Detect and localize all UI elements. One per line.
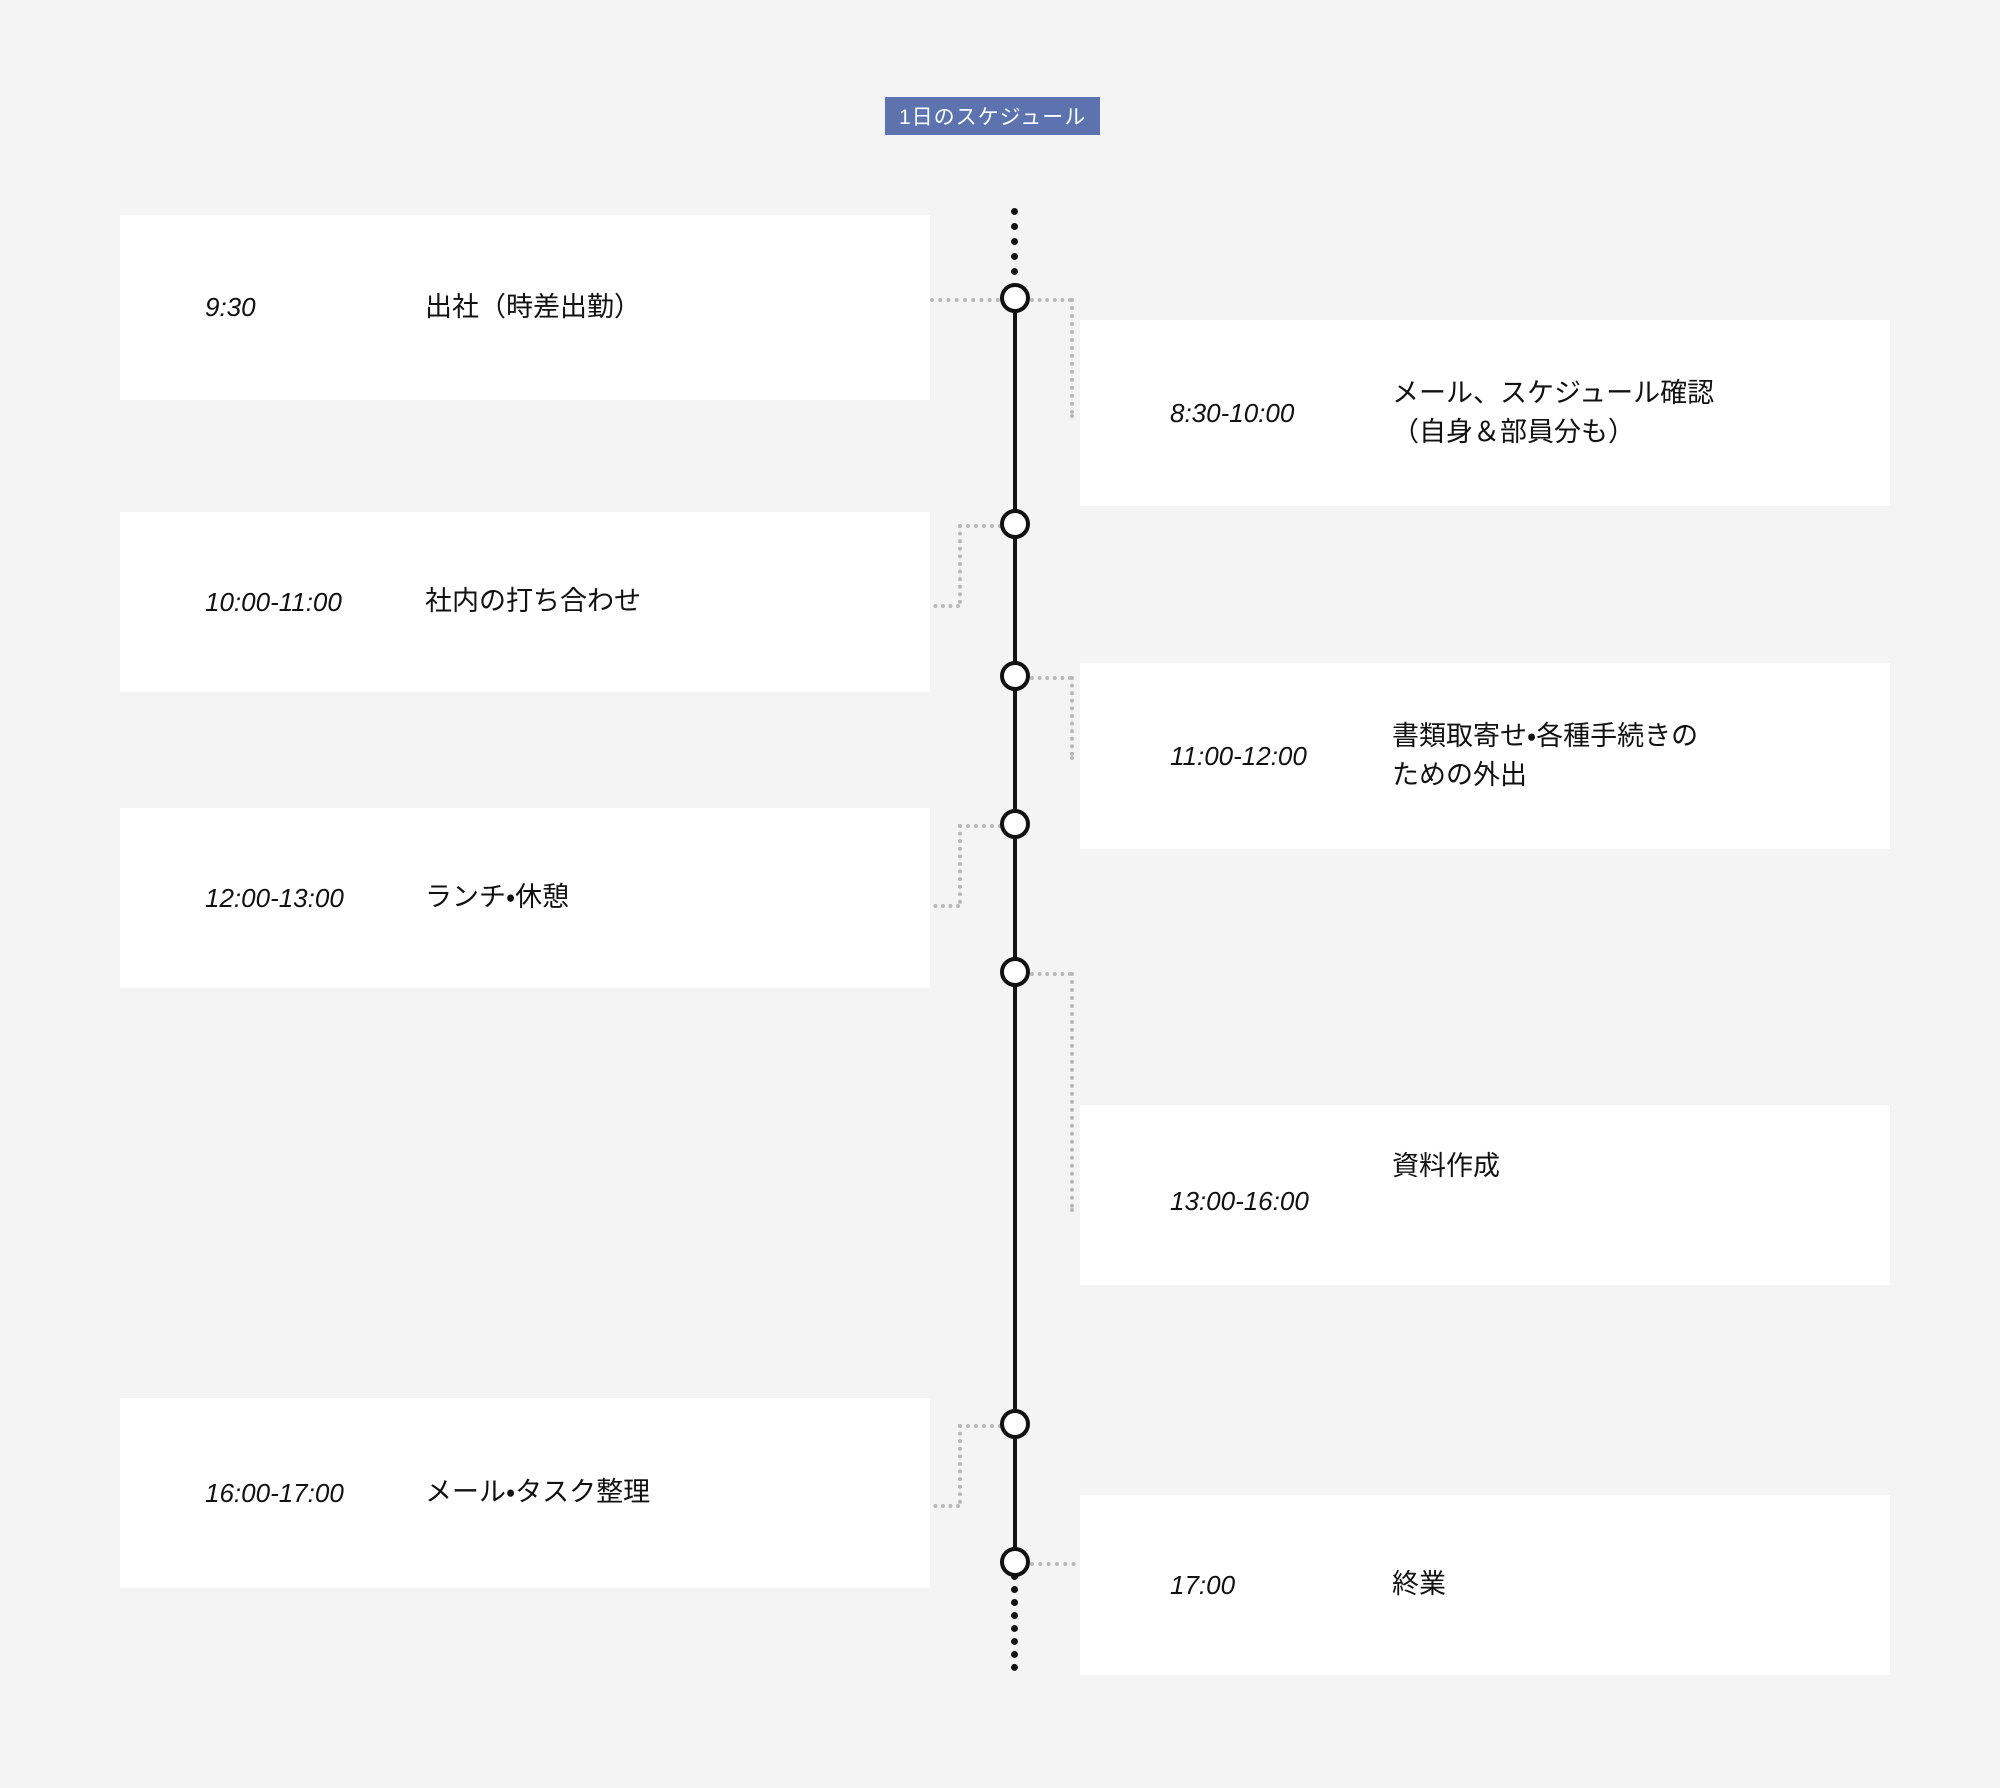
- timeline-card-event-1[interactable]: 9:30 出社（時差出勤）: [120, 215, 930, 400]
- event-time: 8:30-10:00: [1170, 397, 1295, 428]
- timeline-card-event-2[interactable]: 8:30-10:00 メール、スケジュール確認 （自身＆部員分も）: [1080, 320, 1890, 506]
- connector-event-5-vertical: [958, 824, 962, 904]
- connector-event-5-bottom: [926, 904, 960, 908]
- timeline-node-6[interactable]: [1000, 1409, 1030, 1439]
- connector-event-1: [930, 298, 1000, 302]
- connector-event-2-top: [1030, 298, 1072, 302]
- timeline-card-event-6[interactable]: 13:00-16:00 資料作成: [1080, 1105, 1890, 1285]
- timeline-node-7[interactable]: [1000, 1547, 1030, 1577]
- timeline-card-event-8[interactable]: 17:00 終業: [1080, 1495, 1890, 1675]
- page-title: 1日のスケジュール: [885, 97, 1101, 135]
- event-label: 書類取寄せ・各種手続きの ための外出: [1392, 720, 1699, 790]
- connector-event-3-bottom: [926, 604, 960, 608]
- connector-event-8: [1030, 1562, 1084, 1566]
- connector-event-5-top: [958, 824, 1002, 828]
- event-label: 終業: [1392, 1569, 1446, 1600]
- connector-event-6-top: [1030, 972, 1072, 976]
- event-time: 16:00-17:00: [205, 1477, 344, 1508]
- timeline-node-3[interactable]: [1000, 661, 1030, 691]
- event-time: 9:30: [205, 292, 256, 322]
- connector-event-3-vertical: [958, 524, 962, 604]
- connector-event-6-vertical: [1070, 972, 1074, 1208]
- timeline-axis-line: [1013, 298, 1017, 1562]
- event-label: メール、スケジュール確認 （自身＆部員分も）: [1392, 377, 1715, 447]
- event-label: メール・タスク整理: [425, 1477, 651, 1508]
- connector-event-2-bottom: [1070, 414, 1084, 418]
- timeline-node-1[interactable]: [1000, 283, 1030, 313]
- connector-event-7-bottom: [926, 1504, 960, 1508]
- connector-event-3-top: [958, 524, 1002, 528]
- connector-event-7-vertical: [958, 1424, 962, 1504]
- event-time: 11:00-12:00: [1170, 740, 1307, 771]
- connector-event-4-bottom: [1070, 756, 1084, 760]
- connector-event-6-bottom: [1070, 1208, 1084, 1212]
- timeline-card-event-7[interactable]: 16:00-17:00 メール・タスク整理: [120, 1398, 930, 1588]
- connector-event-7-top: [958, 1424, 1002, 1428]
- timeline-axis-dotted-top: [1011, 208, 1018, 290]
- event-label: 社内の打ち合わせ: [425, 586, 641, 617]
- event-time: 13:00-16:00: [1170, 1185, 1309, 1216]
- timeline-node-2[interactable]: [1000, 509, 1030, 539]
- connector-event-2-vertical: [1070, 298, 1074, 414]
- timeline-card-event-4[interactable]: 11:00-12:00 書類取寄せ・各種手続きの ための外出: [1080, 663, 1890, 849]
- event-label: 出社（時差出勤）: [425, 291, 641, 322]
- timeline-axis-dotted-bottom: [1011, 1573, 1018, 1671]
- event-label: ランチ・休憩: [425, 882, 570, 913]
- timeline-node-4[interactable]: [1000, 809, 1030, 839]
- event-label: 資料作成: [1392, 1151, 1500, 1182]
- timeline-card-event-5[interactable]: 12:00-13:00 ランチ・休憩: [120, 808, 930, 988]
- timeline-card-event-3[interactable]: 10:00-11:00 社内の打ち合わせ: [120, 512, 930, 692]
- connector-event-4-vertical: [1070, 676, 1074, 756]
- event-time: 10:00-11:00: [205, 586, 342, 617]
- connector-event-4-top: [1030, 676, 1072, 680]
- timeline-node-5[interactable]: [1000, 957, 1030, 987]
- event-time: 12:00-13:00: [205, 882, 344, 913]
- event-time: 17:00: [1170, 1569, 1236, 1600]
